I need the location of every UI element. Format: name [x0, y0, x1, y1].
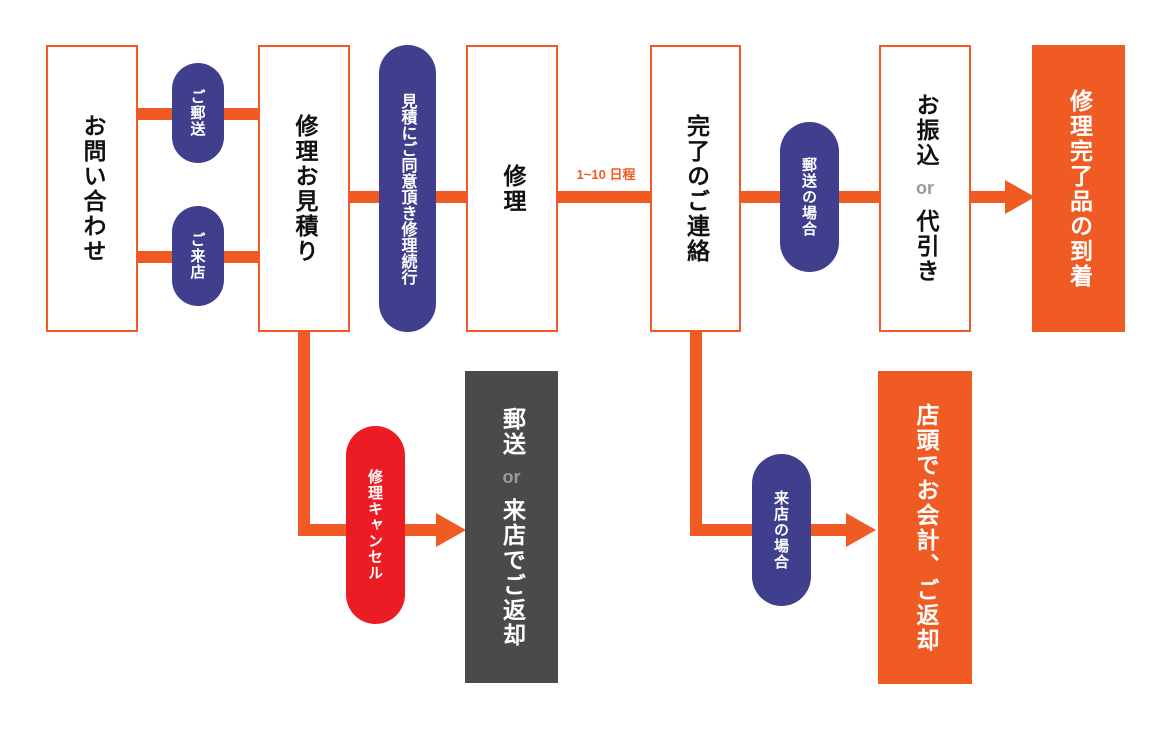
payment-box: お振込 or 代引き	[879, 45, 971, 332]
store-payment-text: 店頭でお会計、ご返却	[912, 402, 938, 653]
connector-repair-completion	[556, 191, 651, 203]
repair-text: 修理	[499, 163, 525, 214]
agree-continue-pill: 見積にご同意頂き修理続行	[379, 45, 436, 332]
estimate-box: 修理お見積り	[258, 45, 350, 332]
arrow-to-store-payment	[846, 513, 876, 547]
arrow-to-delivered	[1005, 180, 1035, 214]
return-box: 郵送 or 来店でご返却	[465, 371, 558, 683]
connector-visit-vertical	[690, 330, 702, 536]
payment-top-text: お振込	[912, 93, 938, 168]
by-mail-pill: ご郵送	[172, 63, 224, 163]
payment-bottom-text: 代引き	[912, 209, 938, 284]
return-top-text: 郵送	[498, 406, 525, 457]
connector-cancel-vertical	[298, 330, 310, 536]
repair-box: 修理	[466, 45, 558, 332]
store-payment-box: 店頭でお会計、ご返却	[878, 371, 972, 684]
agree-continue-label: 見積にご同意頂き修理続行	[398, 92, 418, 285]
by-visit-pill: ご来店	[172, 206, 224, 306]
payment-or-text: or	[916, 178, 934, 198]
cancel-pill: 修理キャンセル	[346, 426, 405, 624]
duration-label: 1~10 日程	[576, 167, 636, 182]
delivered-box: 修理完了品の到着	[1032, 45, 1125, 332]
inquiry-text: お問い合わせ	[79, 113, 105, 264]
completion-box: 完了のご連絡	[650, 45, 741, 332]
return-bottom-text: 来店でご返却	[498, 497, 525, 648]
return-or-text: or	[502, 466, 521, 487]
cancel-label: 修理キャンセル	[366, 469, 384, 581]
estimate-text: 修理お見積り	[291, 113, 317, 264]
connector-payment-delivered	[969, 191, 1009, 203]
delivered-text: 修理完了品の到着	[1065, 88, 1092, 289]
arrow-to-return	[436, 513, 466, 547]
mail-case-pill: 郵送の場合	[780, 122, 839, 272]
by-visit-label: ご来店	[188, 232, 207, 280]
visit-case-pill: 来店の場合	[752, 454, 811, 606]
completion-text: 完了のご連絡	[682, 113, 709, 264]
by-mail-label: ご郵送	[188, 89, 207, 137]
mail-case-label: 郵送の場合	[800, 157, 818, 237]
inquiry-box: お問い合わせ	[46, 45, 138, 332]
visit-case-label: 来店の場合	[772, 490, 790, 570]
